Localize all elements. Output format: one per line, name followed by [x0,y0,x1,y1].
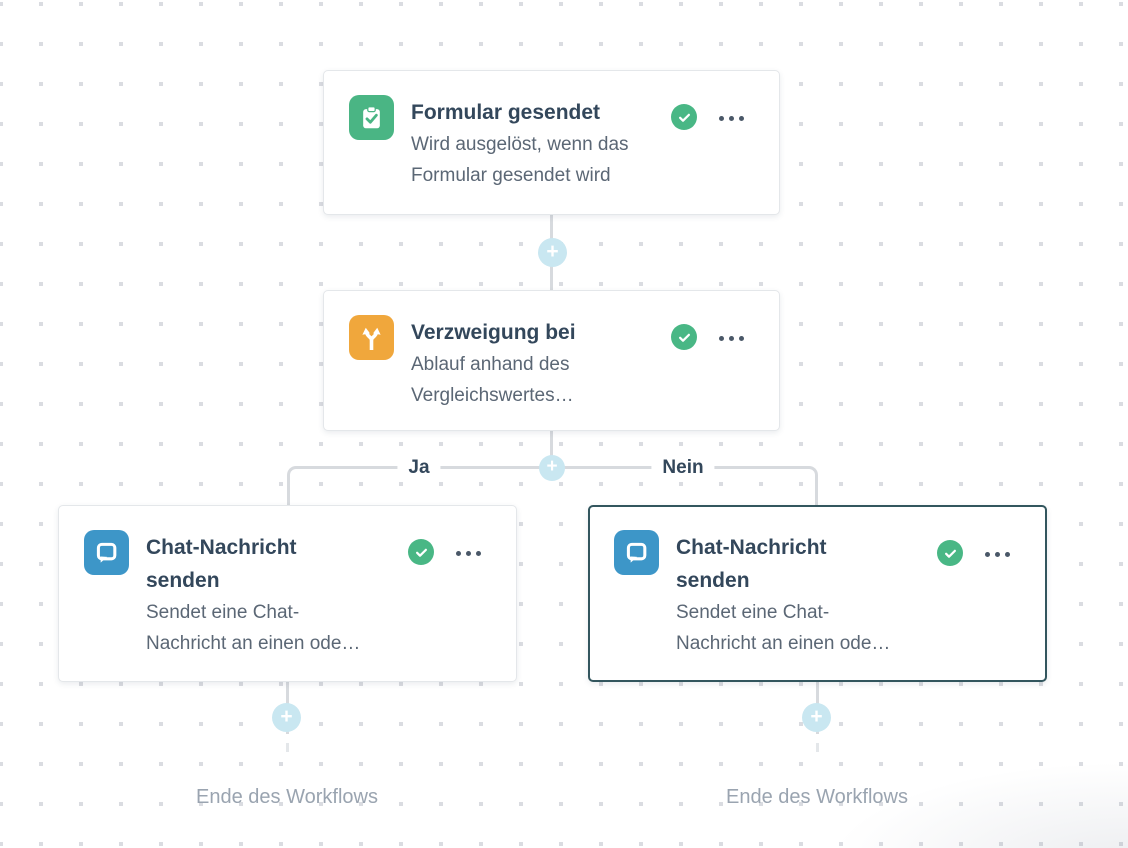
check-circle-icon [671,324,697,350]
node-card-chat-nachricht-nein[interactable]: Chat-Nachricht senden Sendet eine Chat-N… [588,505,1047,682]
add-step-button[interactable]: + [802,703,831,732]
connector-line-end [816,743,819,752]
node-title: Verzweigung bei [411,321,576,344]
add-step-button[interactable]: + [538,238,567,267]
check-circle-icon [671,104,697,130]
node-description: Ablauf anhand des Vergleichswertes… [411,354,574,406]
node-title: Chat-Nachricht senden [146,536,297,592]
ellipsis-menu-button[interactable] [717,114,746,123]
connector-line-end [286,743,289,752]
ellipsis-menu-button[interactable] [717,334,746,343]
node-description: Sendet eine Chat-Nachricht an einen ode… [676,602,891,654]
branch-label-ja: Ja [397,454,441,481]
add-branch-step-button[interactable]: + [539,455,565,481]
ellipsis-menu-button[interactable] [983,550,1012,559]
chat-bubble-icon [84,530,129,575]
node-title: Formular gesendet [411,101,601,124]
node-description: Sendet eine Chat-Nachricht an einen ode… [146,602,361,654]
branch-label-nein: Nein [651,454,715,481]
clipboard-check-icon [349,95,394,140]
check-circle-icon [937,540,963,566]
node-card-chat-nachricht-ja[interactable]: Chat-Nachricht senden Sendet eine Chat-N… [58,505,517,682]
end-of-workflow-label: Ende des Workflows [726,786,908,808]
check-circle-icon [408,539,434,565]
add-step-button[interactable]: + [272,703,301,732]
chat-bubble-icon [614,530,659,575]
connector-line [550,431,553,469]
node-title: Chat-Nachricht senden [676,536,827,592]
branch-split-icon [349,315,394,360]
end-of-workflow-label: Ende des Workflows [196,786,378,808]
node-description: Wird ausgelöst, wenn das Formular gesend… [411,134,629,186]
node-card-formular-gesendet[interactable]: Formular gesendet Wird ausgelöst, wenn d… [323,70,780,215]
node-card-verzweigung[interactable]: Verzweigung bei Ablauf anhand des Vergle… [323,290,780,431]
ellipsis-menu-button[interactable] [454,549,483,558]
